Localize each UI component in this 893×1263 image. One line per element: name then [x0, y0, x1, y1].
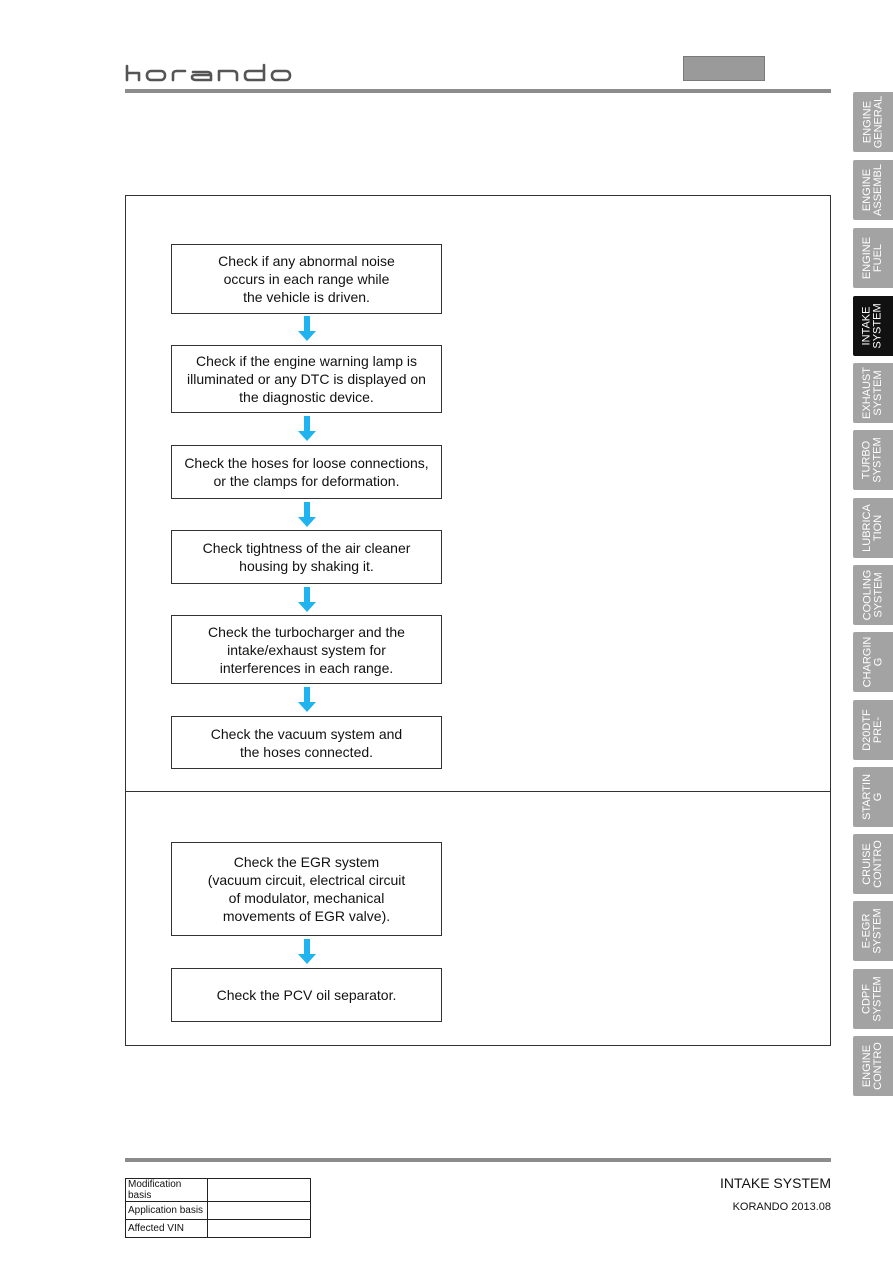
flow-step-3: Check the hoses for loose connections, o… [171, 445, 442, 499]
down-arrow-icon [298, 316, 316, 341]
table-row: Affected VIN [125, 1219, 311, 1238]
table-cell-label: Modification basis [125, 1178, 208, 1202]
flow-step-2: Check if the engine warning lamp is illu… [171, 345, 442, 413]
side-tab-label: E-EGR SYSTEM [861, 908, 885, 954]
side-tab-label: STARTIN G [861, 773, 885, 821]
side-tab-engine-assembly[interactable]: ENGINE ASSEMBL [853, 160, 893, 220]
korando-logo [125, 63, 292, 82]
side-tab-label: ENGINE FUEL [861, 236, 884, 280]
side-tab-engine-general[interactable]: ENGINE GENERAL [853, 92, 893, 152]
side-tab-cooling-system[interactable]: COOLING SYSTEM [853, 565, 893, 625]
flow-step-6: Check the vacuum system and the hoses co… [171, 716, 442, 769]
side-tab-d20dtf-pre[interactable]: D20DTF PRE- [853, 700, 893, 760]
flow-step-4: Check tightness of the air cleaner housi… [171, 530, 442, 584]
flow-step-egr: Check the EGR system (vacuum circuit, el… [171, 842, 442, 936]
side-tab-cdpf-system[interactable]: CDPF SYSTEM [853, 969, 893, 1029]
table-cell-label: Affected VIN [125, 1219, 208, 1238]
down-arrow-icon [298, 587, 316, 612]
side-tab-charging[interactable]: CHARGIN G [853, 632, 893, 692]
header-section-tab [683, 56, 765, 81]
side-tab-label: EXHAUST SYSTEM [861, 367, 884, 419]
side-tab-label: LUBRICA TION [861, 504, 884, 552]
table-row: Application basis [125, 1201, 311, 1220]
side-tab-label: ENGINE GENERAL [861, 95, 885, 149]
side-tab-turbo-system[interactable]: TURBO SYSTEM [853, 430, 893, 490]
down-arrow-icon [298, 502, 316, 527]
footer-model-date: KORANDO 2013.08 [732, 1201, 831, 1213]
table-row: Modification basis [125, 1178, 311, 1202]
side-tab-cruise-control[interactable]: CRUISE CONTRO [853, 834, 893, 894]
table-cell-value [207, 1219, 311, 1238]
side-tab-exhaust-system[interactable]: EXHAUST SYSTEM [853, 363, 893, 423]
side-tab-intake-system[interactable]: INTAKE SYSTEM [853, 296, 893, 356]
side-tab-label: CRUISE CONTRO [861, 840, 885, 888]
side-tab-engine-fuel[interactable]: ENGINE FUEL [853, 228, 893, 288]
table-cell-value [207, 1178, 311, 1202]
down-arrow-icon [298, 687, 316, 712]
modification-table: Modification basis Application basis Aff… [125, 1178, 311, 1238]
table-cell-label: Application basis [125, 1201, 208, 1220]
side-tab-label: D20DTF PRE- [861, 709, 884, 751]
side-tab-engine-control[interactable]: ENGINE CONTRO [853, 1036, 893, 1096]
flow-step-5: Check the turbocharger and the intake/ex… [171, 615, 442, 684]
side-tab-label: CDPF SYSTEM [861, 976, 885, 1022]
side-tab-starting[interactable]: STARTIN G [853, 767, 893, 827]
down-arrow-icon [298, 939, 316, 964]
side-tab-label: ENGINE ASSEMBL [861, 164, 884, 216]
table-cell-value [207, 1201, 311, 1220]
footer-rule [125, 1158, 831, 1162]
side-tab-label: CHARGIN G [861, 636, 885, 688]
header-rule [125, 89, 831, 93]
flowchart-panel-bottom [125, 791, 831, 1046]
side-tab-label: INTAKE SYSTEM [861, 303, 885, 349]
flow-step-pcv: Check the PCV oil separator. [171, 968, 442, 1022]
footer-section-title: INTAKE SYSTEM [720, 1175, 831, 1191]
side-tab-lubrication[interactable]: LUBRICA TION [853, 498, 893, 558]
side-tab-label: ENGINE CONTRO [861, 1042, 885, 1090]
side-tab-label: COOLING SYSTEM [861, 569, 885, 621]
side-tab-e-egr-system[interactable]: E-EGR SYSTEM [853, 901, 893, 961]
flow-step-1: Check if any abnormal noise occurs in ea… [171, 244, 442, 314]
side-tab-label: TURBO SYSTEM [861, 437, 885, 483]
down-arrow-icon [298, 416, 316, 441]
